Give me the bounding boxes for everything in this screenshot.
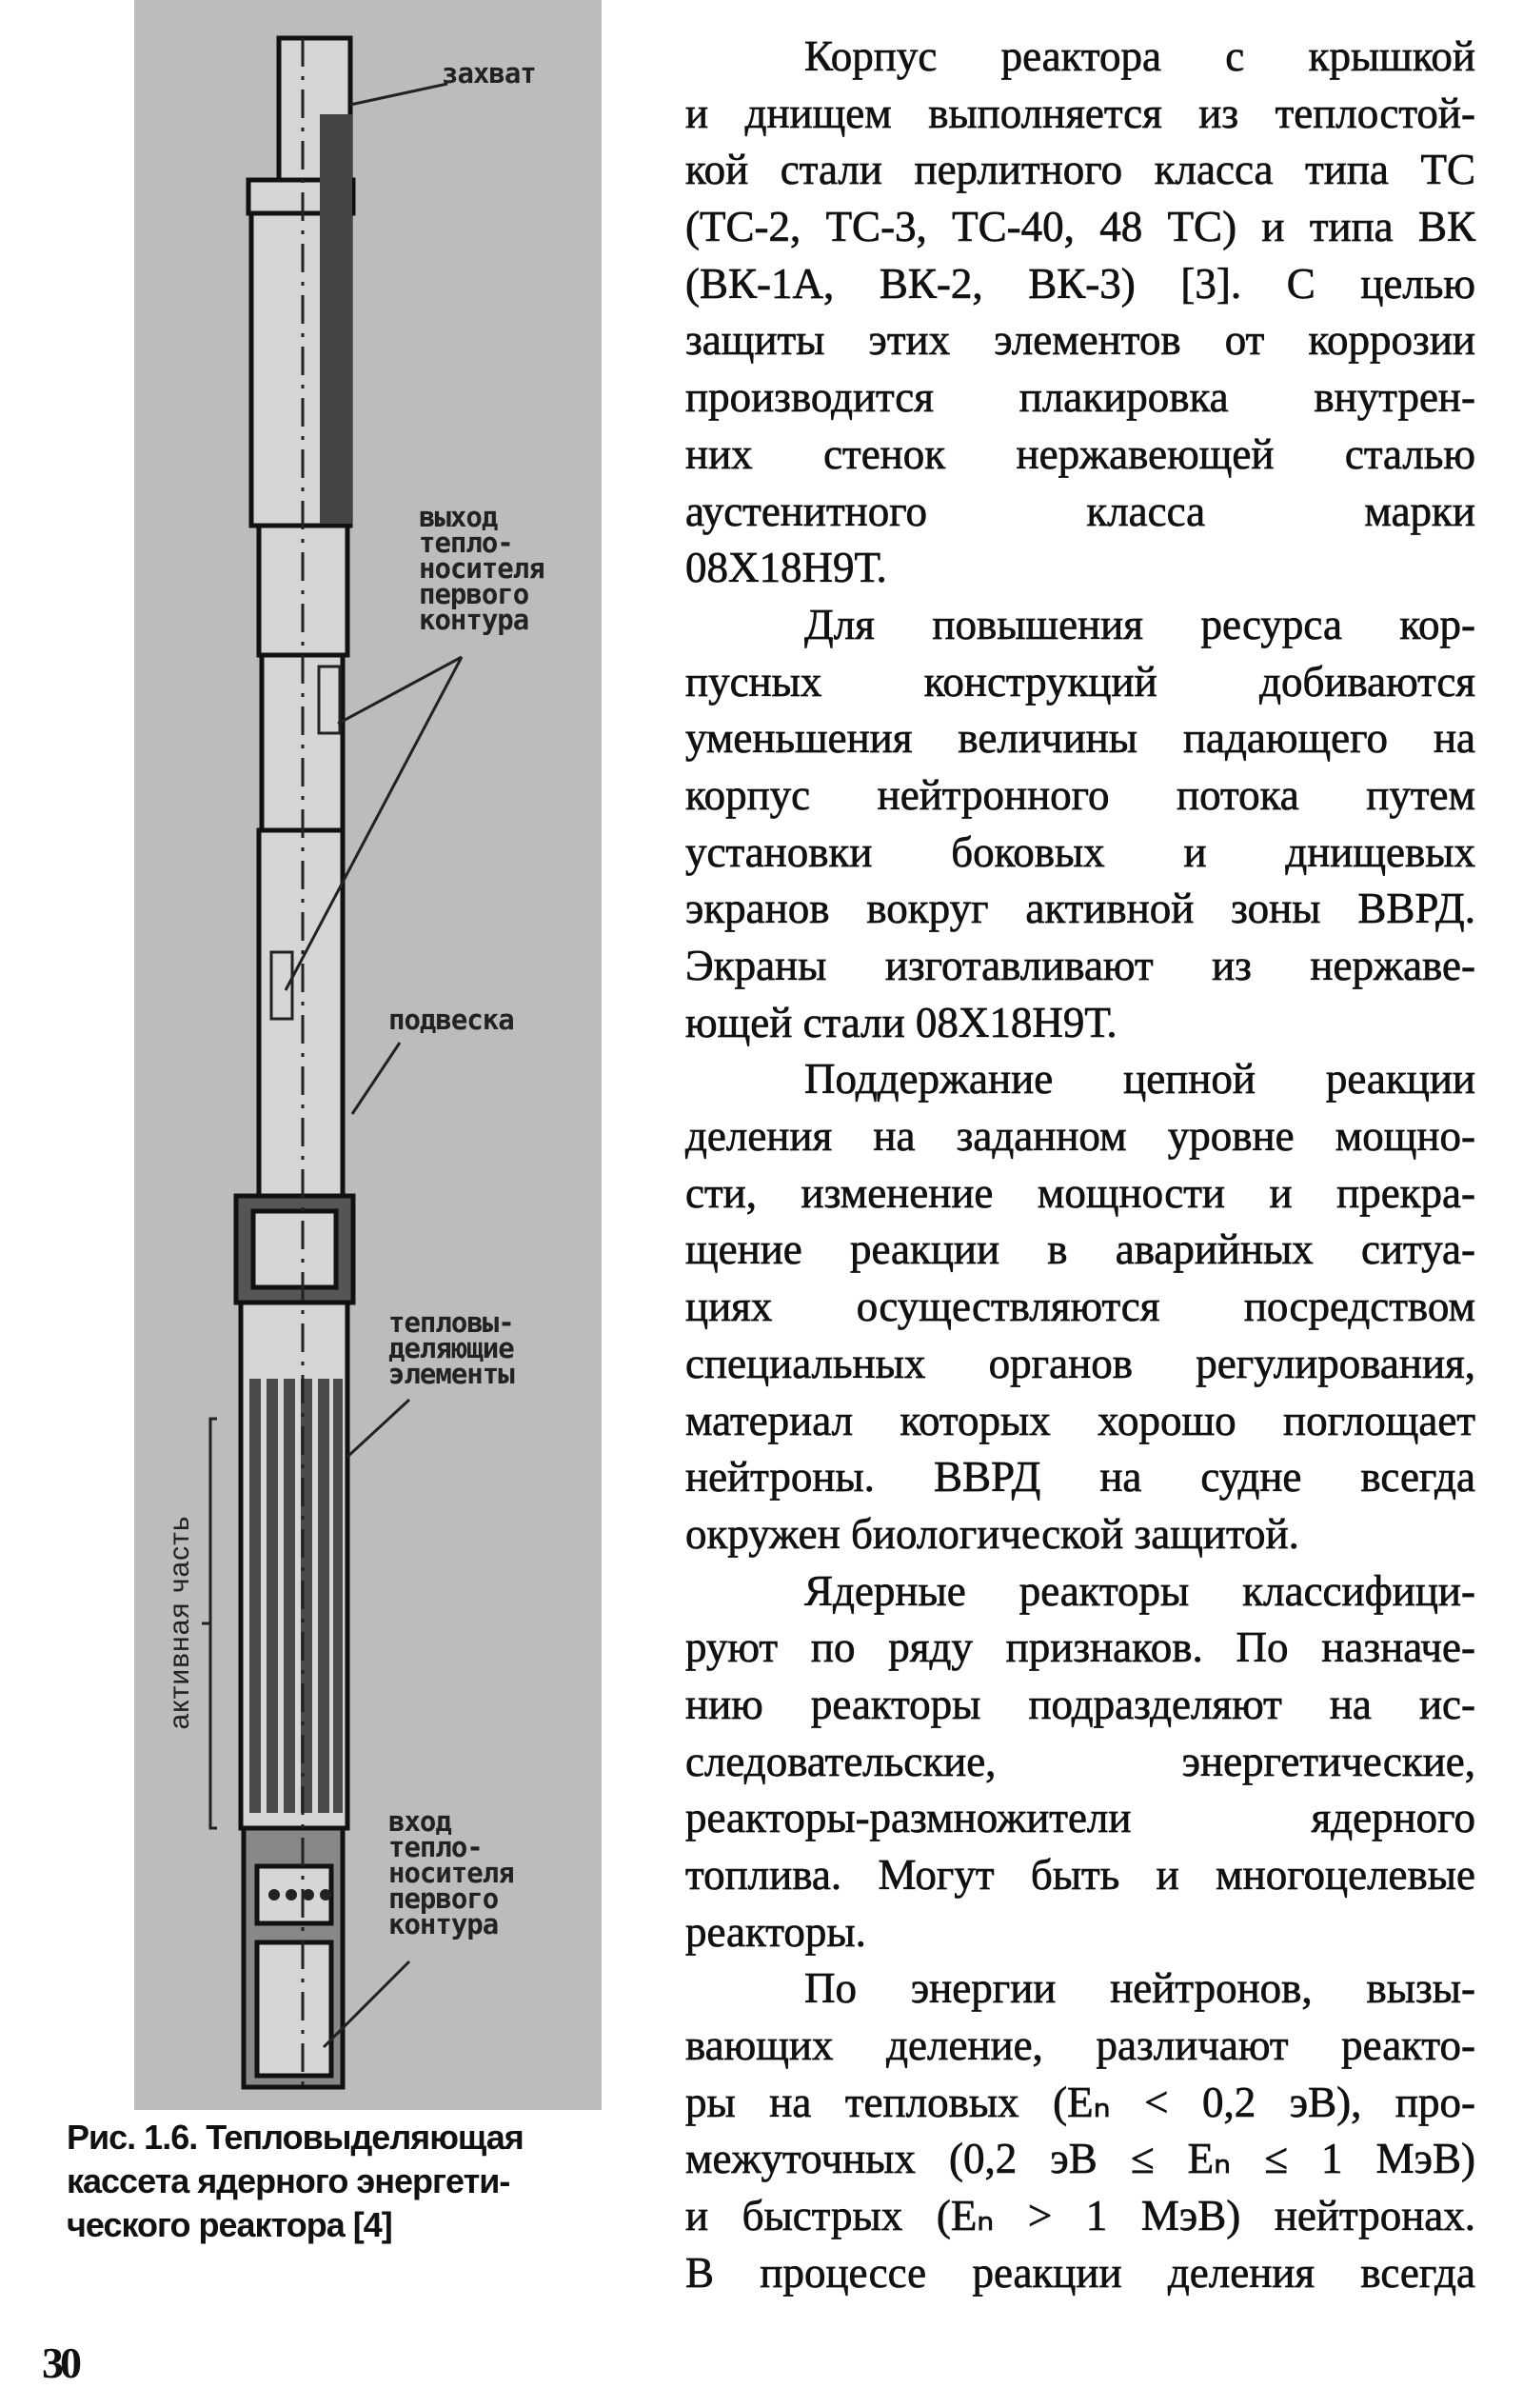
text-line: межуточных (0,2 эВ ≤ Eₙ ≤ 1 МэВ) — [685, 2135, 1476, 2183]
label-line: тепловы- — [388, 1306, 515, 1339]
suspension-leader — [350, 1042, 402, 1115]
paragraph: По энергии нейтронов, вызы-вающих делени… — [685, 1960, 1476, 2301]
text-line: кой стали перлитного класса типа ТС — [685, 146, 1476, 194]
label-line: контура — [419, 604, 529, 636]
caption-line: Рис. 1.6. Тепловыделяющая — [67, 2118, 524, 2157]
text-line: вающих деление, различают реакто- — [685, 2021, 1476, 2070]
label-line: носителя — [419, 552, 545, 585]
label-line: первого — [388, 1882, 499, 1915]
text-line: реакторы. — [685, 1907, 867, 1956]
label-line: контура — [388, 1908, 499, 1940]
text-line: Экраны изготавливают из нержаве- — [685, 942, 1476, 990]
caption-line: кассета ядерного энергети- — [67, 2161, 510, 2200]
outlet-window — [317, 665, 342, 735]
text-line: производится плакировка внутрен- — [685, 373, 1476, 422]
text-line: и днищем выполняется из теплостой- — [685, 89, 1476, 137]
figure-background — [134, 0, 602, 2110]
label-line: элементы — [388, 1358, 515, 1390]
label-line: носителя — [388, 1857, 515, 1889]
fuel-elements-leader — [346, 1398, 411, 1459]
text-line: деления на заданном уровне мощно- — [685, 1112, 1476, 1161]
inlet-leader — [322, 1960, 411, 2049]
text-line: них стенок нержавеющей сталью — [685, 429, 1476, 478]
text-line: топлива. Могут быть и многоцелевые — [685, 1851, 1476, 1900]
text-line: материал которых хорошо поглощает — [685, 1396, 1476, 1444]
text-line: ющей стали 08Х18Н9Т. — [685, 998, 1118, 1046]
fuel-assembly-drawing — [202, 35, 464, 2095]
text-line: аустенитного класса марки — [685, 487, 1476, 535]
label-line: тепло- — [388, 1831, 484, 1863]
text-line: (ТС-2, ТС-3, ТС-40, 48 ТС) и типа ВК — [685, 203, 1476, 251]
text-line: Корпус реактора с крышкой — [804, 32, 1476, 81]
body-text: Корпус реактора с крышкой и днищем выполн… — [685, 29, 1476, 2302]
label-line: деляющие — [388, 1332, 515, 1364]
text-line: окружен биологической защитой. — [685, 1509, 1300, 1559]
text-line: 08Х18Н9Т. — [685, 544, 887, 592]
figure-caption: Рис. 1.6. Тепловыделяющая кассета ядерно… — [67, 2116, 628, 2247]
caption-line: ческого реактора [4] — [67, 2205, 393, 2244]
label-fuel-elements: тепловы- деляющие элементы — [388, 1306, 515, 1390]
text-line: По энергии нейтронов, вызы- — [804, 1964, 1476, 2013]
text-line: ры на тепловых (Eₙ < 0,2 эВ), про- — [685, 2078, 1476, 2126]
text-line: сти, изменение мощности и прекра- — [685, 1168, 1476, 1217]
paragraph: Для повышения ресурса кор-пусных констру… — [685, 597, 1476, 1052]
text-line: (ВК-1А, ВК-2, ВК-3) [3]. С целью — [685, 259, 1476, 308]
outlet-window-lower — [269, 950, 294, 1021]
spring-rod — [320, 114, 352, 524]
text-line: нию реакторы подразделяют на ис- — [685, 1680, 1476, 1729]
label-line: вход — [388, 1805, 452, 1838]
label-line: выход — [419, 501, 498, 533]
outlet-leader — [284, 655, 464, 991]
text-line: корпус нейтронного потока путем — [685, 770, 1476, 820]
paragraph: Поддержание цепной реакции деления на зад… — [685, 1051, 1476, 1562]
text-line: руют по ряду признаков. По назначе- — [685, 1623, 1476, 1672]
label-grip: захват — [442, 57, 537, 90]
text-line: экранов вокруг активной зоны ВВРД. — [685, 885, 1476, 933]
label-line: первого — [419, 578, 529, 610]
text-line: реакторы-размножители ядерного — [685, 1794, 1476, 1842]
text-line: пусных конструкций добиваются — [685, 657, 1476, 706]
label-coolant-outlet: выход тепло- носителя первого контура — [419, 501, 545, 636]
text-line: циях осуществляются посредством — [685, 1283, 1476, 1331]
label-line: тепло- — [419, 527, 514, 559]
text-line: защиты этих элементов от коррозии — [685, 316, 1476, 365]
paragraph: Ядерные реакторы классифици-руют по ряду… — [685, 1563, 1476, 1961]
grip-leader — [349, 82, 448, 107]
text-line: Для повышения ресурса кор- — [804, 600, 1476, 649]
text-line: Ядерные реакторы классифици- — [804, 1566, 1476, 1615]
label-coolant-inlet: вход тепло- носителя первого контура — [388, 1805, 515, 1940]
active-part-bracket — [202, 1417, 217, 1830]
text-line: нейтроны. ВВРД на судне всегда — [685, 1453, 1476, 1502]
label-active-part: активная часть — [164, 1515, 195, 1730]
bottom-window — [254, 1940, 334, 2079]
text-line: следовательские, энергетические, — [685, 1737, 1476, 1785]
text-line: уменьшения величины падающего на — [685, 714, 1476, 763]
page-number: 30 — [42, 2338, 82, 2387]
fuel-rods — [249, 1379, 343, 1813]
text-line: и быстрых (Eₙ > 1 МэВ) нейтронах. — [685, 2192, 1476, 2240]
text-line: специальных органов регулирования, — [685, 1339, 1476, 1387]
collar-window — [250, 1208, 339, 1290]
text-line: В процессе реакции деления всегда — [685, 2248, 1476, 2297]
text-line: Поддержание цепной реакции — [804, 1055, 1476, 1104]
label-suspension: подвеска — [388, 1004, 515, 1036]
paragraph: Корпус реактора с крышкой и днищем выполн… — [685, 29, 1476, 597]
text-line: установки боковых и днищевых — [685, 827, 1476, 876]
text-line: щение реакции в аварийных ситуа- — [685, 1225, 1476, 1274]
